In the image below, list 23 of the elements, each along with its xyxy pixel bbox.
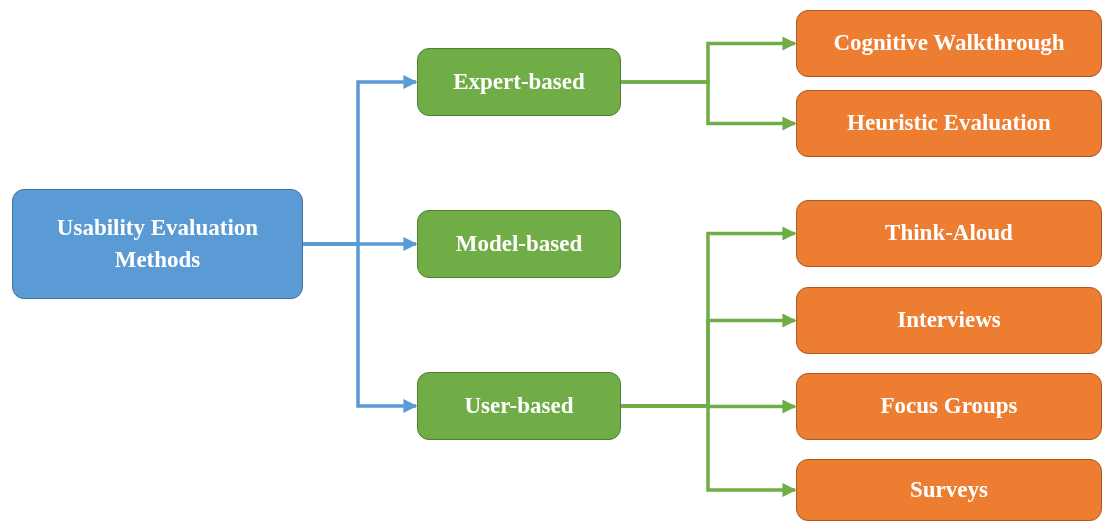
process-box (796, 90, 1102, 157)
process-box (12, 189, 303, 299)
process-box (417, 48, 621, 116)
node-label: Cognitive Walkthrough (833, 29, 1065, 58)
process-box (417, 210, 621, 278)
arrow (621, 80, 797, 131)
process-box (796, 373, 1102, 440)
node-label: Heuristic Evaluation (847, 109, 1051, 138)
process-box (796, 10, 1102, 77)
node-label: Focus Groups (880, 392, 1018, 421)
node-label: Expert-based (453, 67, 585, 96)
arrow (303, 242, 418, 413)
node-label: Model-based (455, 229, 583, 258)
node-label: Surveys (910, 475, 988, 504)
node-label: Interviews (897, 306, 1001, 335)
node-label: Usability Evaluation Methods (55, 213, 260, 274)
process-box (796, 200, 1102, 267)
arrow (621, 404, 797, 497)
node-label: User-based (464, 391, 574, 420)
process-box (796, 459, 1102, 521)
process-box (417, 372, 621, 440)
node-label: Think-Aloud (885, 219, 1013, 248)
process-box (796, 287, 1102, 354)
